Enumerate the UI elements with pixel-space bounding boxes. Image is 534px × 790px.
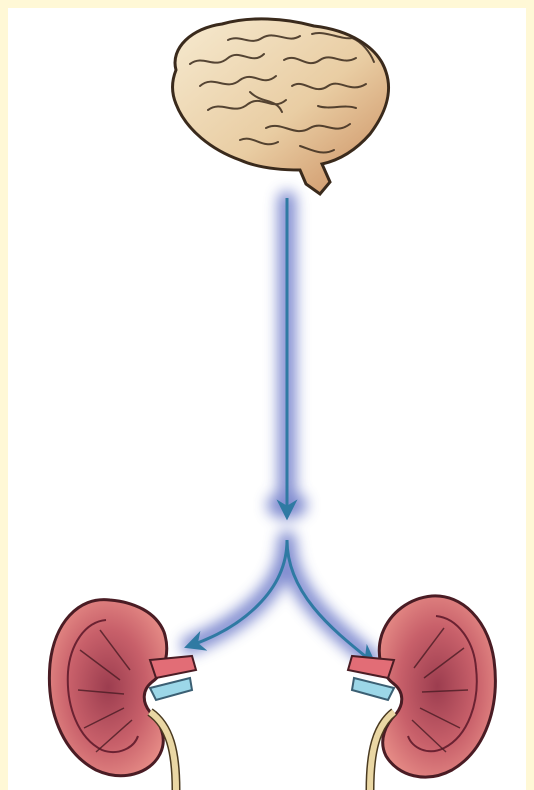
arrow-glow bbox=[190, 200, 372, 660]
kidney-left-icon bbox=[49, 600, 196, 790]
brain-icon bbox=[173, 19, 389, 194]
kidney-right-icon bbox=[348, 596, 495, 790]
